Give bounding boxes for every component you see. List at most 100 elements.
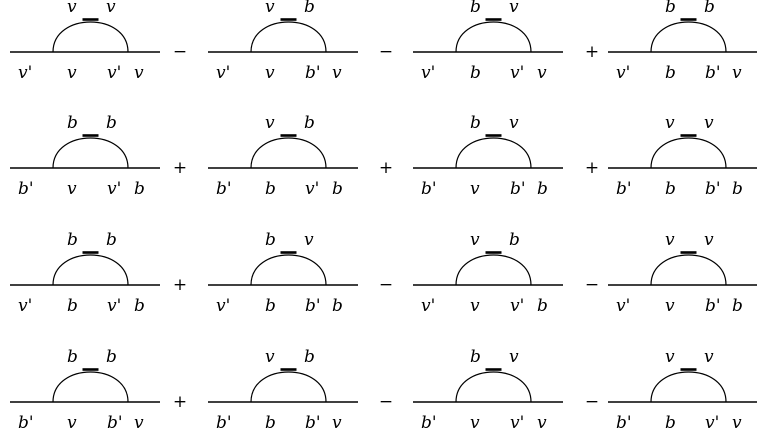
loop-arc [250, 137, 327, 169]
operator-sign: + [585, 42, 599, 62]
bottom-label: b [332, 179, 343, 199]
top-label: v [509, 0, 519, 17]
bottom-label: v' [18, 296, 32, 316]
top-label: b [470, 347, 481, 367]
bottom-label: v' [305, 179, 319, 199]
bottom-label: b' [107, 413, 123, 433]
bottom-label: b' [305, 63, 321, 83]
bottom-label: b [265, 179, 276, 199]
loop-arc [52, 21, 129, 53]
top-label: v [67, 0, 77, 17]
loop-arc [650, 137, 727, 169]
bottom-label: b' [421, 413, 437, 433]
bottom-label: b' [216, 413, 232, 433]
top-label: b [265, 230, 276, 250]
top-label: v [665, 113, 675, 133]
loop-arc [250, 254, 327, 286]
bottom-label: v' [616, 63, 630, 83]
bottom-label: v [732, 63, 742, 83]
top-label: b [665, 0, 676, 17]
bottom-label: b [134, 179, 145, 199]
bottom-label: v [732, 413, 742, 433]
operator-sign: − [585, 275, 599, 295]
bottom-label: b [732, 179, 743, 199]
bottom-label: v' [510, 63, 524, 83]
top-label: v [704, 113, 714, 133]
top-label: v [265, 113, 275, 133]
operator-sign: + [585, 158, 599, 178]
top-label: b [704, 0, 715, 17]
loop-arc [650, 21, 727, 53]
bottom-label: b [665, 179, 676, 199]
top-label: v [704, 230, 714, 250]
bottom-label: v' [421, 296, 435, 316]
top-label: b [470, 0, 481, 17]
bottom-label: v' [107, 296, 121, 316]
bottom-label: b' [421, 179, 437, 199]
operator-sign: + [173, 158, 187, 178]
bottom-label: b [732, 296, 743, 316]
loop-arc [455, 254, 532, 286]
loop-arc [52, 254, 129, 286]
bottom-label: b [332, 296, 343, 316]
bottom-label: v' [421, 63, 435, 83]
operator-sign: − [379, 42, 393, 62]
loop-arc [52, 137, 129, 169]
bottom-label: b [537, 296, 548, 316]
top-label: b [509, 230, 520, 250]
bottom-label: b' [305, 413, 321, 433]
top-label: b [470, 113, 481, 133]
bottom-label: v [67, 413, 77, 433]
bottom-label: b' [616, 413, 632, 433]
top-label: v [470, 230, 480, 250]
bottom-label: b [265, 296, 276, 316]
bottom-label: v [665, 296, 675, 316]
bottom-label: b' [705, 63, 721, 83]
top-label: b [304, 347, 315, 367]
operator-sign: − [173, 42, 187, 62]
bottom-label: v' [216, 63, 230, 83]
loop-arc [455, 371, 532, 403]
bottom-label: v [470, 179, 480, 199]
loop-arc [650, 254, 727, 286]
bottom-label: v [67, 179, 77, 199]
loop-arc [250, 371, 327, 403]
operator-sign: + [379, 158, 393, 178]
bottom-label: v [332, 63, 342, 83]
loop-arc [250, 21, 327, 53]
bottom-label: b' [705, 179, 721, 199]
diagram: v b v' v v' b [413, 230, 563, 316]
top-label: b [304, 0, 315, 17]
bottom-label: b' [305, 296, 321, 316]
bottom-label: v [470, 296, 480, 316]
bottom-label: v [134, 63, 144, 83]
loop-arc [52, 371, 129, 403]
bottom-label: v' [107, 179, 121, 199]
top-label: v [665, 230, 675, 250]
top-label: v [704, 347, 714, 367]
bottom-label: b [67, 296, 78, 316]
bottom-label: b [265, 413, 276, 433]
bottom-label: b' [705, 296, 721, 316]
loop-arc [650, 371, 727, 403]
bottom-label: v [470, 413, 480, 433]
top-label: v [509, 347, 519, 367]
bottom-label: v' [18, 63, 32, 83]
bottom-label: v' [510, 296, 524, 316]
loop-arc [455, 21, 532, 53]
bottom-label: b' [510, 179, 526, 199]
operator-sign: + [173, 392, 187, 412]
